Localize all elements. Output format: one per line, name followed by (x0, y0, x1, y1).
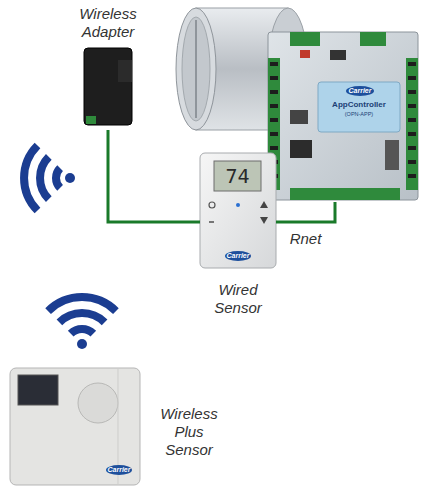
wired-sensor-device (200, 153, 276, 268)
wifi-symbol (48, 297, 116, 349)
wireless-plus-sensor: Wireless Plus SensorCarrier (10, 365, 225, 487)
brand-logo: Carrier (106, 465, 132, 475)
wireless-adapter: Wireless Adapter (73, 5, 143, 130)
rnet-wire (276, 202, 335, 222)
wired-sensor: 74CarrierWired Sensor (200, 153, 276, 325)
wireless-adapter-device (84, 48, 132, 125)
bus-label: Rnet (288, 230, 324, 248)
product-name: AppController (318, 100, 400, 110)
wifi-symbol (24, 146, 75, 211)
device-label: Wired Sensor (200, 281, 276, 317)
device-label: Wireless Plus Sensor (156, 405, 222, 459)
brand-logo: Carrier (346, 86, 374, 96)
controller-board (268, 32, 418, 200)
device-label: Wireless Adapter (73, 5, 143, 41)
app-controller: CarrierAppController(OPN-APP) (265, 30, 420, 202)
wireless-plus-sensor-device (10, 368, 140, 485)
brand-logo: Carrier (225, 251, 251, 261)
temperature-display: 74 (214, 161, 261, 191)
rnet-wire (108, 130, 200, 222)
model-number: (OPN-APP) (318, 111, 400, 118)
